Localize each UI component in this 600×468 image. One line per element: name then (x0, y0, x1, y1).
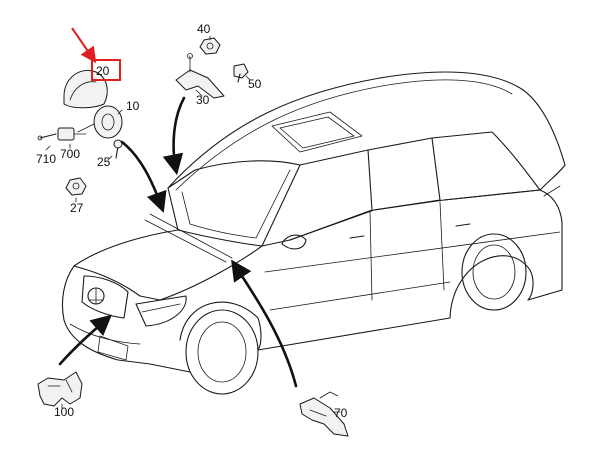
callout-10: 10 (126, 99, 140, 113)
car-outline (61, 71, 566, 395)
callout-30: 30 (196, 93, 210, 107)
leader-arrows (45, 35, 341, 413)
part-40-nut (199, 37, 221, 55)
part-10-horn (77, 105, 123, 139)
part-70-sensor-bracket (299, 391, 349, 437)
callout-710: 710 (36, 152, 56, 166)
callout-700: 700 (60, 147, 80, 161)
part-100-bracket (37, 371, 83, 407)
part-700-connector (57, 127, 87, 141)
highlight-marker (71, 27, 121, 81)
part-25-screw (113, 139, 123, 159)
callout-20: 20 (96, 64, 110, 78)
part-30-bracket (175, 53, 225, 99)
callout-70: 70 (334, 406, 348, 420)
callout-40: 40 (197, 22, 211, 36)
part-50-bolt (233, 63, 249, 83)
callout-25: 25 (97, 155, 111, 169)
part-27-nut (65, 177, 87, 196)
callout-100: 100 (54, 405, 74, 419)
callout-27: 27 (70, 201, 84, 215)
callout-50: 50 (248, 77, 262, 91)
part-710-pin (37, 133, 57, 141)
callout-labels: 20 40 50 30 10 710 700 25 27 100 70 (36, 22, 348, 420)
